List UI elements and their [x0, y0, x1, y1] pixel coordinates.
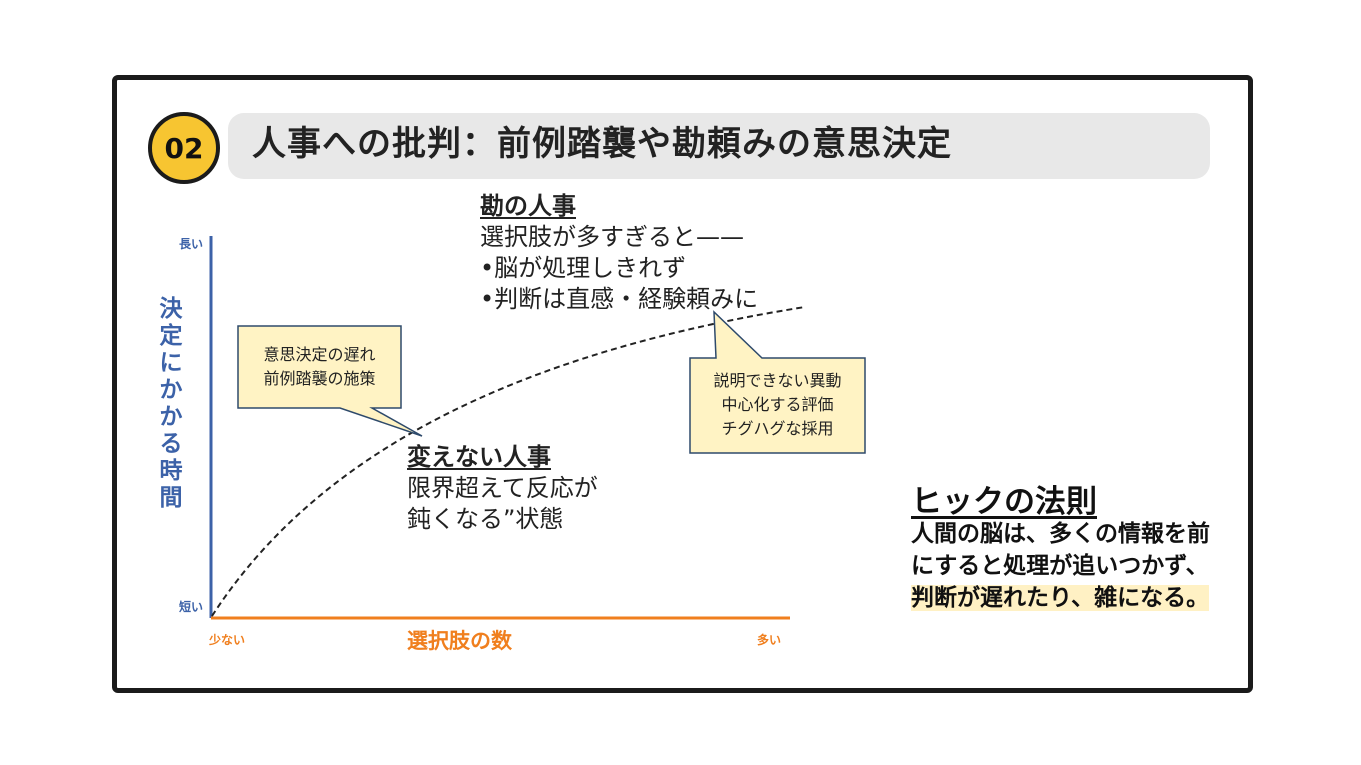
- hicks-law-title: ヒックの法則: [911, 484, 1097, 520]
- callout-left-text: 意思決定の遅れ 前例踏襲の施策: [242, 343, 397, 391]
- callout-right-line: 説明できない異動: [713, 371, 842, 390]
- intuition-hr-heading: 勘の人事: [480, 192, 576, 220]
- hicks-law-body: 人間の脳は、多くの情報を前にすると処理が追いつかず、判断が遅れたり、雑になる。: [911, 518, 1221, 614]
- unchanging-hr-line: 限界超えて反応が: [407, 474, 598, 502]
- x-axis-label: 選択肢の数: [407, 629, 512, 653]
- x-axis-right-tick: 多い: [757, 633, 782, 647]
- unchanging-hr-block: 変えない人事 限界超えて反応が 鈍くなる”状態: [407, 442, 598, 535]
- hicks-law-body-text: 人間の脳は、多くの情報を前にすると処理が追いつかず、: [911, 521, 1210, 579]
- intuition-hr-line: •判断は直感・経験頼みに: [480, 285, 759, 313]
- callout-left-box: [237, 325, 423, 437]
- hicks-law-highlight: 判断が遅れたり、雑になる。: [911, 585, 1210, 611]
- intuition-hr-line: 選択肢が多すぎると——: [480, 223, 744, 251]
- callout-right-box: [689, 310, 866, 454]
- y-axis-label: 決定にかかる時間: [159, 296, 183, 511]
- y-axis-top-tick: 長い: [179, 237, 204, 251]
- decision-time-curve: [211, 306, 806, 617]
- callout-right-line: 中心化する評価: [721, 395, 834, 414]
- callout-left-line: 意思決定の遅れ: [263, 345, 376, 364]
- x-axis-left-tick: 少ない: [209, 633, 246, 647]
- page-title: 人事への批判：前例踏襲や勘頼みの意思決定: [252, 124, 952, 164]
- unchanging-hr-heading: 変えない人事: [407, 443, 551, 471]
- callout-right-text: 説明できない異動 中心化する評価 チグハグな採用: [692, 369, 863, 441]
- intuition-hr-block: 勘の人事 選択肢が多すぎると—— •脳が処理しきれず •判断は直感・経験頼みに: [480, 191, 758, 315]
- intuition-hr-line: •脳が処理しきれず: [480, 254, 687, 282]
- callout-right-line: チグハグな採用: [721, 419, 834, 438]
- unchanging-hr-line: 鈍くなる”状態: [407, 505, 564, 533]
- y-axis-bottom-tick: 短い: [179, 600, 204, 614]
- section-number-badge: 02: [148, 112, 220, 184]
- callout-left-line: 前例踏襲の施策: [263, 369, 376, 388]
- title-bar: [228, 113, 1210, 179]
